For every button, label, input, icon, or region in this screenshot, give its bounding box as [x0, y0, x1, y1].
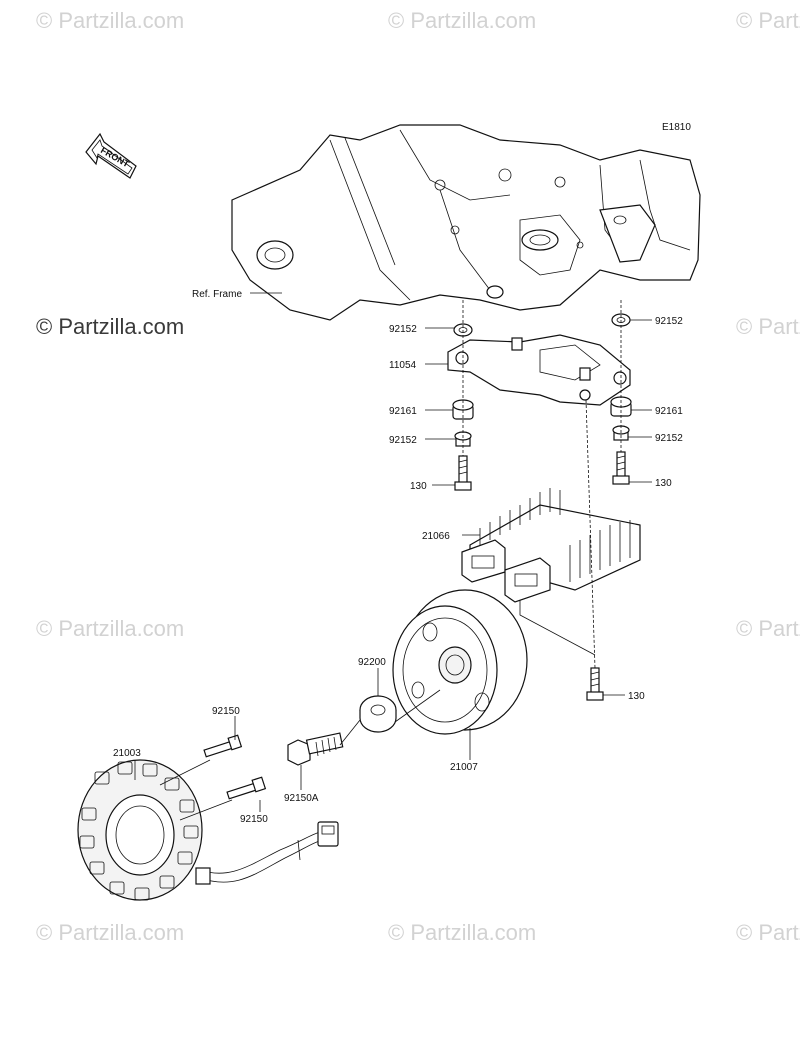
bolt-92150-top: [203, 734, 243, 758]
watermark-strong: © Partzilla.com: [36, 314, 184, 339]
part-label-92200: 92200: [358, 657, 386, 668]
watermark: © Partzilla.com: [736, 920, 800, 945]
spacer-92200: [359, 695, 397, 733]
watermark: © Partzilla.com: [36, 920, 184, 945]
diagram-code: E1810: [662, 122, 691, 133]
part-label-21003: 21003: [113, 748, 141, 759]
part-label-21066: 21066: [422, 531, 450, 542]
ref-frame-label: Ref. Frame: [192, 289, 242, 300]
part-label-11054: 11054: [389, 360, 417, 371]
watermark: © Partzilla.com: [388, 920, 536, 945]
bolt-130-left: [454, 455, 472, 491]
frame-drawing: [231, 124, 701, 321]
watermarks: © Partzilla.com © Partzilla.com © Partzi…: [36, 8, 800, 945]
watermark: © Partzilla.com: [388, 8, 536, 33]
part-label-92150A: 92150A: [284, 793, 319, 804]
rotor-21007: [392, 589, 528, 735]
part-label-130: 130: [410, 481, 427, 492]
watermark: © Partzilla.com: [36, 8, 184, 33]
bolt-130-right: [612, 451, 630, 485]
part-label-130: 130: [628, 691, 645, 702]
leader-lines: [134, 300, 652, 861]
watermark: © Partzilla.com: [36, 616, 184, 641]
front-arrow-icon: FRONT: [85, 132, 137, 179]
bolt-92150-lower: [226, 776, 267, 800]
part-label-92152: 92152: [655, 433, 683, 444]
regulator-21066: [461, 488, 641, 603]
watermark: © Partzilla.com: [736, 616, 800, 641]
part-label-130: 130: [655, 478, 672, 489]
part-labels: 92152 92152 11054 92161 92161 92152 9215…: [113, 316, 683, 825]
watermark: © Partzilla.com: [736, 8, 800, 33]
part-label-92150: 92150: [240, 814, 268, 825]
watermark: © Partzilla.com: [736, 314, 800, 339]
part-label-92150: 92150: [212, 706, 240, 717]
part-label-92152: 92152: [655, 316, 683, 327]
stator-21003: [77, 759, 339, 901]
collar-92152-left: [454, 431, 472, 447]
bracket-11054: [447, 334, 631, 406]
bolt-130-lower: [586, 667, 604, 701]
part-label-92152: 92152: [389, 435, 417, 446]
part-label-92161: 92161: [389, 406, 417, 417]
part-label-92152: 92152: [389, 324, 417, 335]
bolt-92150A: [287, 732, 344, 766]
part-label-92161: 92161: [655, 406, 683, 417]
part-label-21007: 21007: [450, 762, 478, 773]
